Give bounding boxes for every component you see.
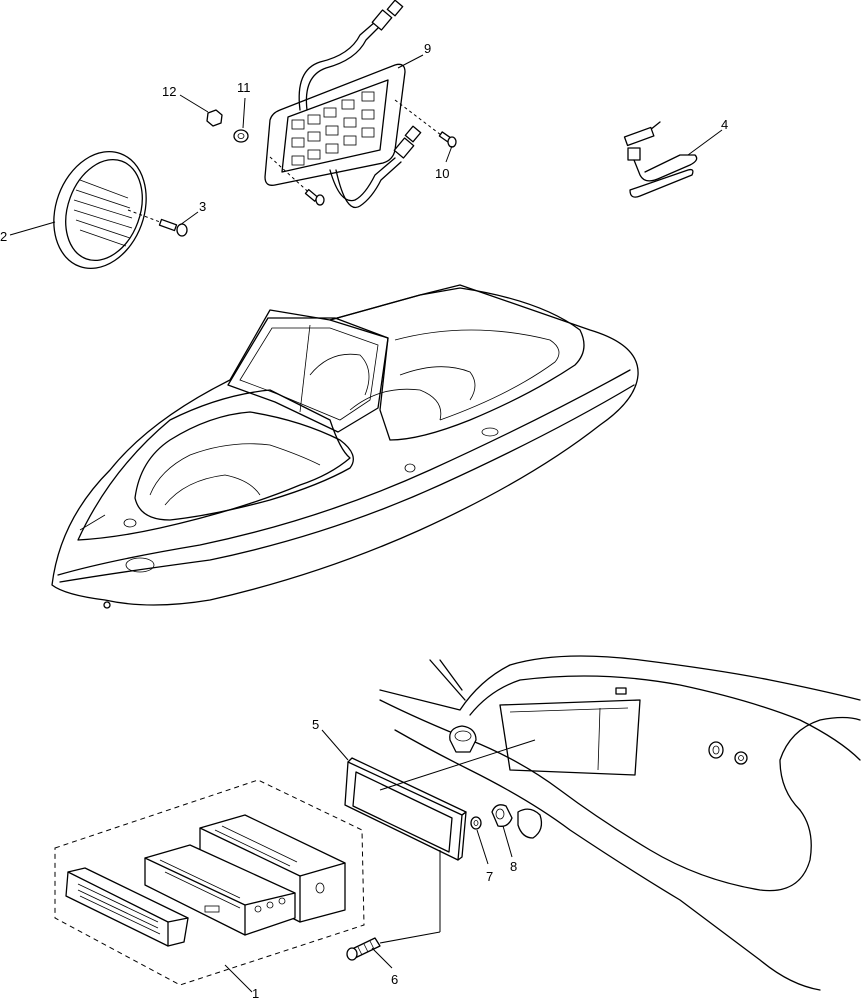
cockpit-detail [379, 655, 861, 991]
mounting-bolt [346, 850, 441, 961]
boat [51, 284, 639, 609]
callout-4: 4 [721, 117, 728, 132]
callout-1: 1 [252, 986, 259, 998]
switch-panel [264, 0, 457, 209]
callout-12: 12 [162, 84, 176, 99]
callout-5: 5 [312, 717, 319, 732]
nut-washer [206, 109, 249, 143]
stereo-bezel [344, 739, 536, 861]
callout-labels: 1 2 3 4 5 6 7 8 9 10 11 12 [0, 41, 728, 998]
callout-9: 9 [424, 41, 431, 56]
callout-7: 7 [486, 869, 493, 884]
leader-lines [9, 54, 723, 993]
callout-2: 2 [0, 229, 7, 244]
stereo-assembly [54, 779, 365, 986]
knob-washer [470, 804, 513, 830]
wire-harness [623, 121, 698, 198]
callout-6: 6 [391, 972, 398, 987]
speaker-screw [127, 209, 188, 237]
callout-3: 3 [199, 199, 206, 214]
callout-11: 11 [237, 80, 251, 95]
callout-10: 10 [435, 166, 449, 181]
callout-8: 8 [510, 859, 517, 874]
speaker-grille [53, 150, 147, 270]
